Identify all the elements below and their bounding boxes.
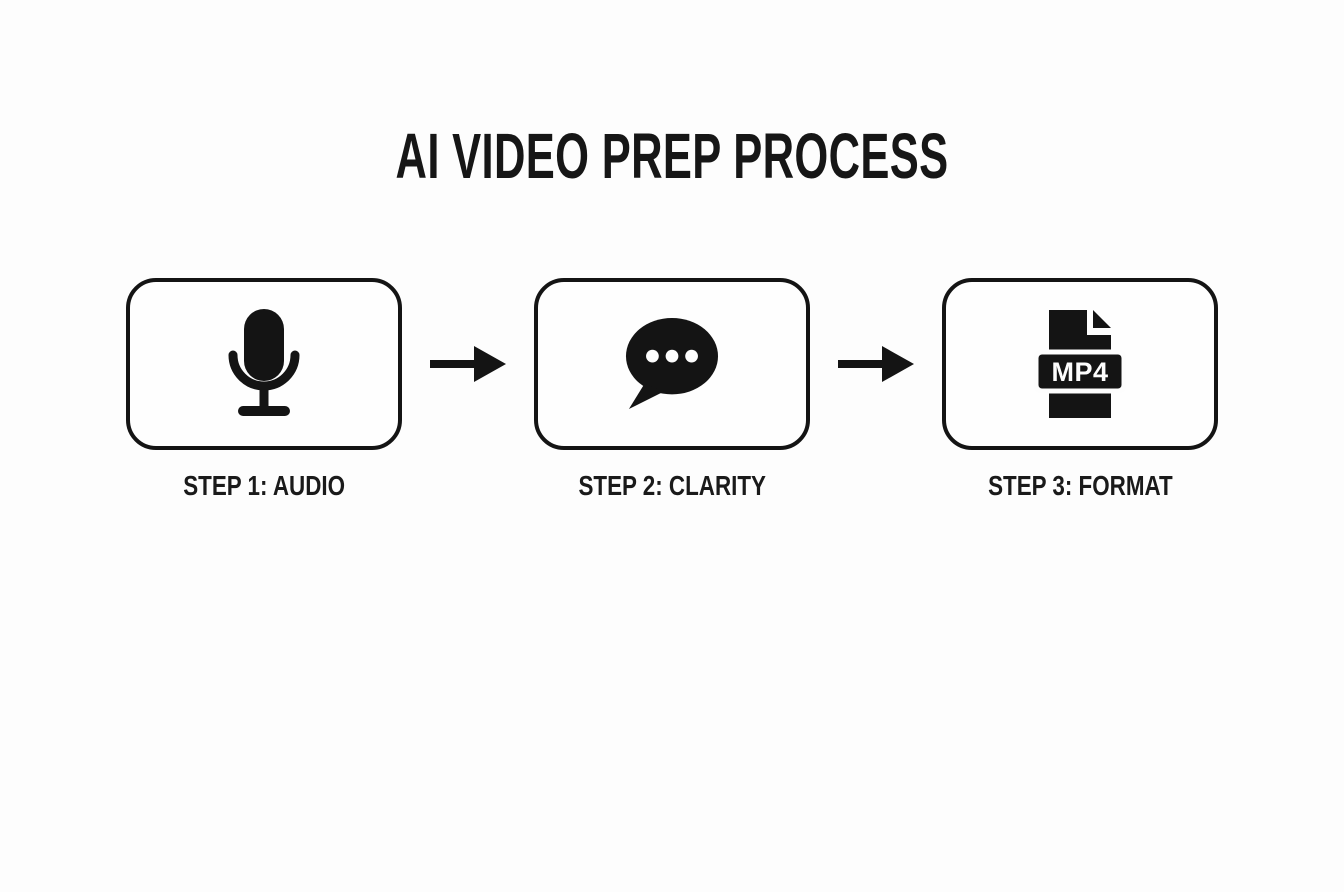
step-3-label: STEP 3: FORMAT xyxy=(987,470,1173,501)
step-1-label: STEP 1: AUDIO xyxy=(183,470,345,501)
microphone-icon xyxy=(228,309,300,416)
step-2-label: STEP 2: CLARITY xyxy=(578,470,766,501)
step-2: STEP 2: CLARITY xyxy=(534,278,810,500)
arrow-right-icon xyxy=(430,346,506,382)
diagram-canvas: AI VIDEO PREP PROCESS STEP 1: AUDIO xyxy=(0,124,1344,892)
process-flow: STEP 1: AUDIO STEP 2: CLARITY xyxy=(0,278,1344,500)
step-1-box xyxy=(126,278,402,450)
mp4-icon-label: MP4 xyxy=(1051,357,1108,387)
arrow-right-icon xyxy=(838,346,914,382)
diagram-title: AI VIDEO PREP PROCESS xyxy=(395,120,949,192)
step-3: MP4 STEP 3: FORMAT xyxy=(942,278,1218,500)
step-2-box xyxy=(534,278,810,450)
step-1: STEP 1: AUDIO xyxy=(126,278,402,500)
mp4-file-icon: MP4 xyxy=(1033,310,1127,418)
speech-bubble-icon xyxy=(625,317,719,410)
step-3-box: MP4 xyxy=(942,278,1218,450)
